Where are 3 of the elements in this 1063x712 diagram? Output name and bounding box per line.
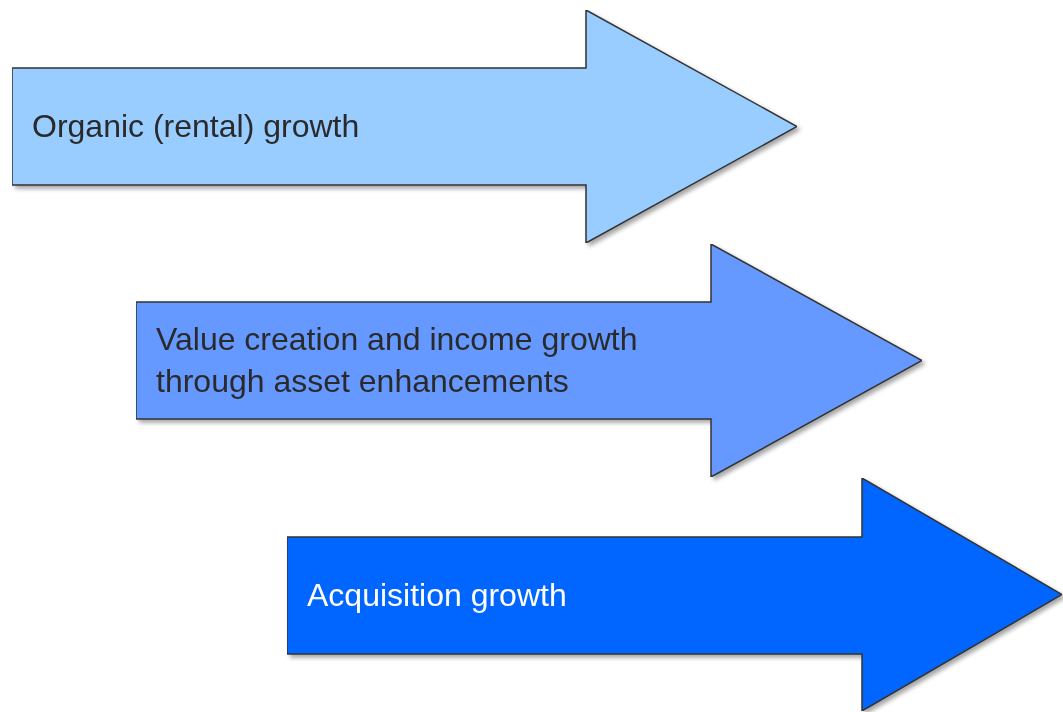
arrow-label: Organic (rental) growth [32,106,361,146]
arrow-label: Acquisition growth [307,575,568,615]
arrow-label: Value creation and income growth through asset enhancements [156,319,639,401]
